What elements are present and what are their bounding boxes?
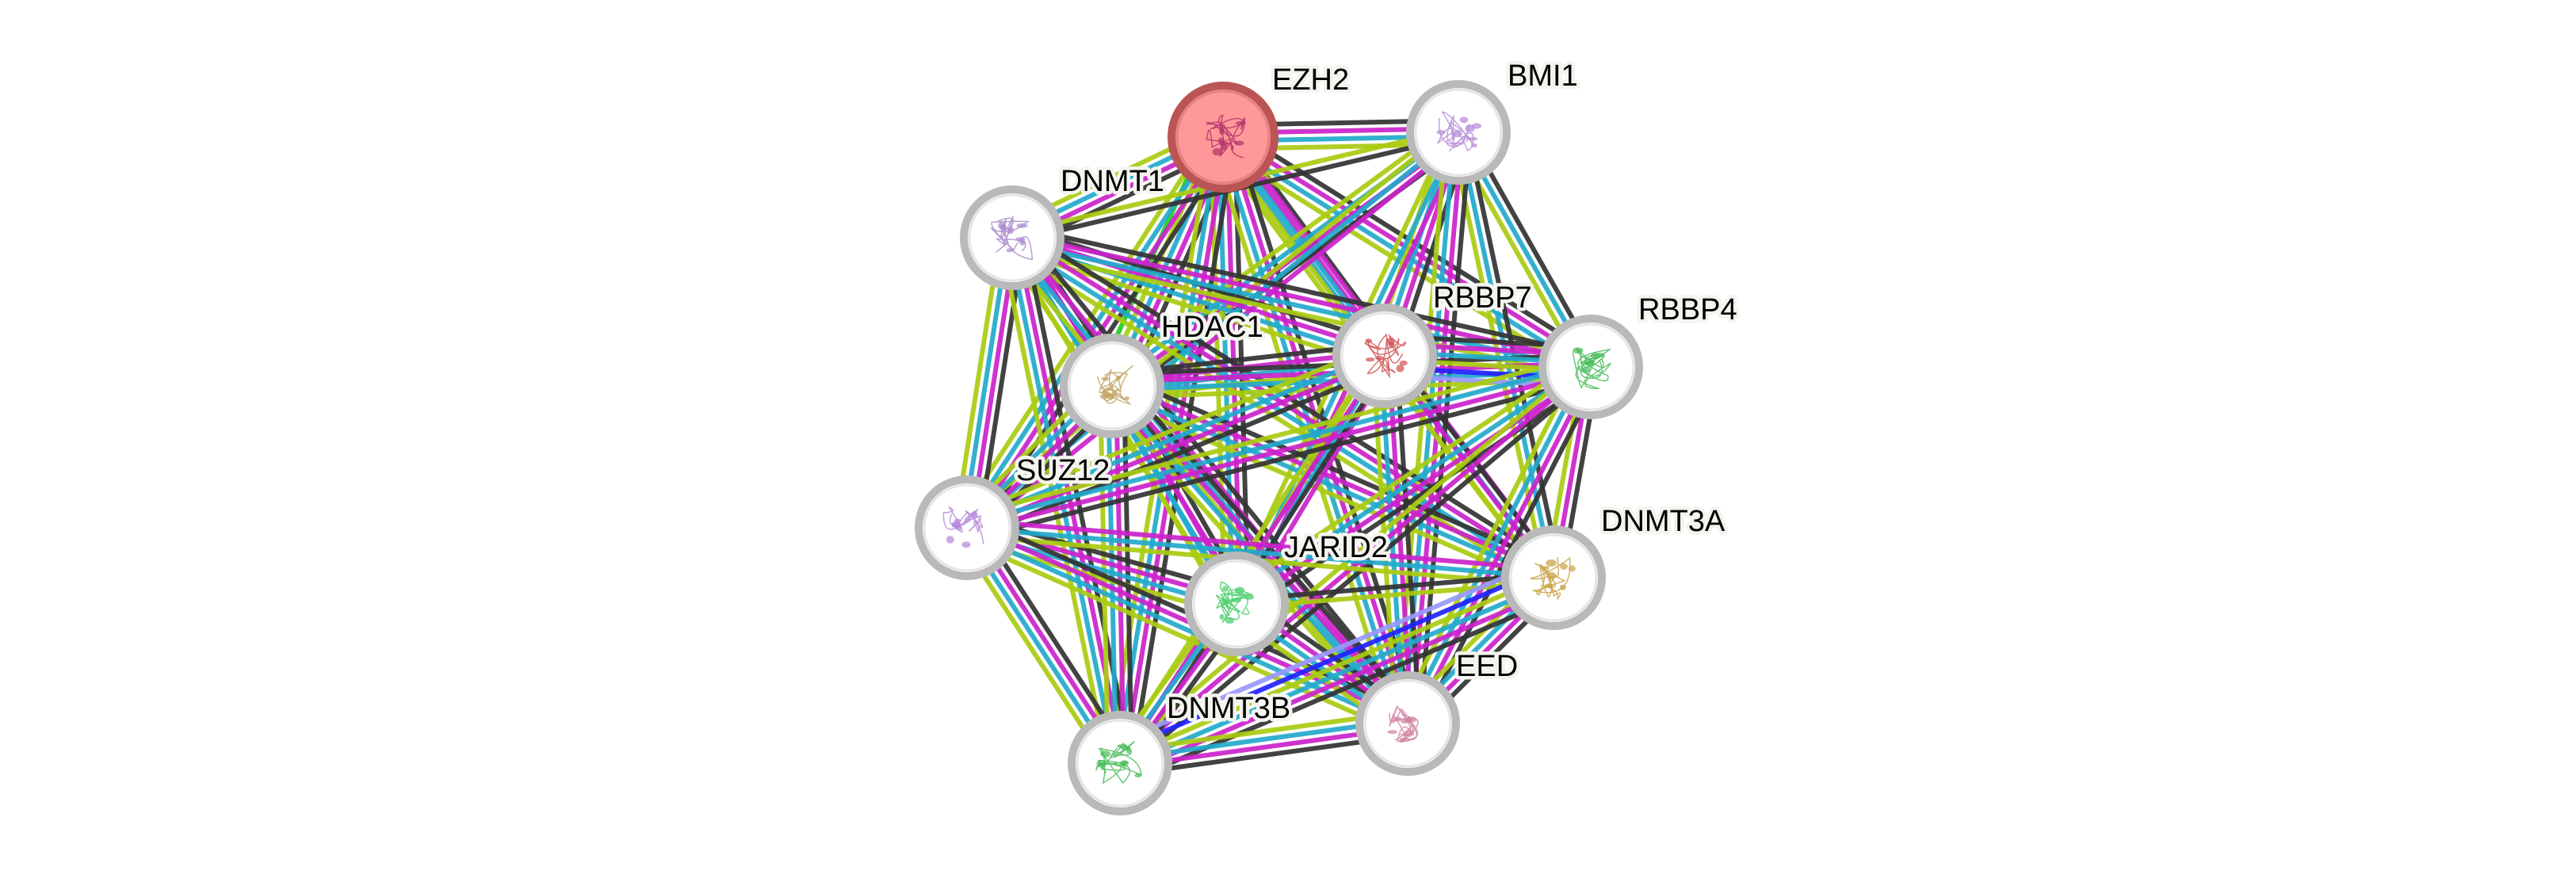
edge-strand-experiments [967, 357, 1388, 534]
node-inner-ring [923, 483, 1011, 572]
node-inner-ring [1192, 559, 1281, 648]
edge-strand-databases [966, 525, 1554, 580]
node-inner-ring [1509, 533, 1598, 622]
edge-strand-databases [964, 349, 1385, 527]
nodes-layer [915, 80, 1643, 815]
edge-strand-coexpression [1393, 354, 1422, 724]
edge-strand-gene-fusion [1114, 564, 1550, 754]
node-label-dnmt3b: DNMT3B [1167, 692, 1290, 725]
node-eed[interactable] [1355, 671, 1460, 776]
edge-strand-textmining [961, 342, 1382, 519]
edge-strand-textmining [963, 353, 1589, 519]
node-circle[interactable] [915, 475, 1019, 580]
node-inner-ring [968, 193, 1057, 282]
node-label-jarid2: JARID2 [1284, 531, 1388, 564]
edge-strand-experiments [1112, 380, 1557, 577]
node-label-dnmt3a: DNMT3A [1601, 505, 1726, 538]
node-inner-ring [1363, 679, 1452, 768]
protein-structure-icon [1436, 111, 1482, 152]
node-label-ezh2: EZH2 [1272, 63, 1349, 97]
node-rbbp7[interactable] [1332, 304, 1437, 408]
protein-structure-icon [1364, 333, 1408, 379]
edge-strand-coexpression [1241, 374, 1599, 616]
node-circle[interactable] [1355, 671, 1460, 776]
edge-strand-databases [1120, 578, 1557, 769]
node-inner-ring [1340, 311, 1429, 400]
node-label-rbbp7: RBBP7 [1433, 281, 1532, 315]
node-inner-ring [1076, 719, 1164, 808]
edge-strand-coexpression [1014, 223, 1594, 358]
node-inner-ring [1414, 88, 1503, 177]
node-hdac1[interactable] [1060, 334, 1164, 438]
protein-structure-icon [942, 506, 984, 548]
edge-strand-databases [965, 361, 1591, 527]
node-inner-ring [1068, 342, 1156, 430]
protein-structure-icon [1530, 557, 1576, 600]
node-jarid2[interactable] [1184, 552, 1289, 656]
edge-strand-databases [1233, 361, 1590, 603]
protein-structure-icon [990, 216, 1034, 261]
edge-strand-experiments [1408, 367, 1597, 727]
edge-strand-experiments [967, 517, 1555, 573]
protein-structure-icon [1215, 581, 1255, 624]
node-label-suz12: SUZ12 [1016, 454, 1110, 487]
node-label-dnmt1: DNMT1 [1061, 165, 1164, 198]
node-dnmt1[interactable] [960, 185, 1064, 290]
protein-structure-icon [1387, 705, 1419, 743]
node-label-rbbp4: RBBP4 [1638, 293, 1737, 326]
edge-rbbp4-suz12[interactable] [963, 353, 1595, 542]
protein-structure-icon [1095, 741, 1142, 785]
node-label-eed: EED [1456, 650, 1518, 683]
edge-strand-textmining [1394, 360, 1583, 720]
edge-strand-databases [1109, 387, 1554, 584]
edge-strand-coexpression [969, 376, 1595, 542]
node-label-hdac1: HDAC1 [1161, 311, 1263, 344]
node-dnmt3b[interactable] [1068, 711, 1172, 815]
edge-strand-textmining [1103, 120, 1453, 379]
protein-structure-icon [1097, 365, 1134, 406]
edge-strand-experiments [1118, 365, 1592, 766]
edge-strand-textmining [1117, 571, 1554, 762]
edge-strand-experiments [1237, 368, 1595, 609]
edge-strand-textmining [961, 536, 1405, 737]
node-dnmt3a[interactable] [1501, 525, 1606, 630]
node-inner-ring [1175, 90, 1271, 185]
protein-structure-icon [1206, 113, 1246, 158]
node-rbbp4[interactable] [1538, 315, 1643, 419]
edge-strand-experiments [967, 368, 1592, 534]
edge-rbbp4-eed[interactable] [1394, 360, 1604, 731]
node-ezh2[interactable] [1168, 82, 1278, 193]
node-suz12[interactable] [915, 475, 1019, 580]
edge-rbbp7-suz12[interactable] [961, 342, 1390, 541]
edge-strand-coexpression [970, 365, 1390, 541]
edge-strand-databases [1456, 132, 1556, 578]
edge-strand-cooccurrence [1110, 557, 1547, 747]
edge-strand-databases [1007, 239, 1407, 728]
edge-strand-coexpression [1115, 372, 1560, 569]
edge-strand-databases [1401, 364, 1590, 724]
node-circle[interactable] [960, 185, 1064, 290]
node-inner-ring [1546, 323, 1635, 411]
node-bmi1[interactable] [1406, 80, 1511, 185]
protein-structure-icon [1572, 347, 1612, 390]
edge-strand-experiments [1123, 586, 1560, 777]
node-label-bmi1: BMI1 [1508, 59, 1578, 93]
edge-strand-experiments [1013, 232, 1557, 577]
